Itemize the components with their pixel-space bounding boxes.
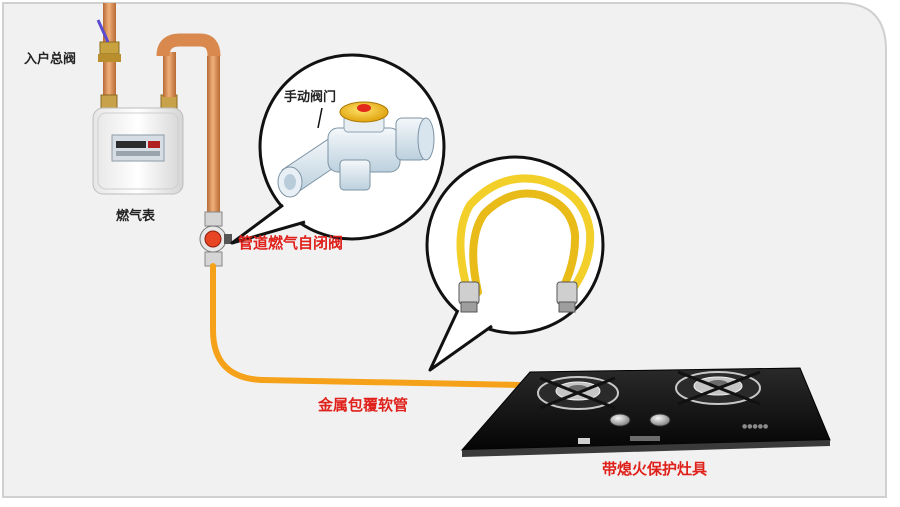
manual-valve-icon	[277, 101, 435, 198]
auto-shutoff-valve-icon	[199, 211, 232, 267]
manual-valve-label: 手动阀门	[284, 90, 337, 105]
metal-hose-icon	[456, 174, 595, 296]
meter-outlet-pipe	[163, 52, 176, 97]
auto-shutoff-valve-label: 管道燃气自闭阀	[238, 234, 344, 252]
entry-valve-icon	[96, 19, 121, 62]
gas-meter-icon	[92, 107, 184, 195]
svg-text:●●●●●: ●●●●●	[742, 423, 768, 430]
hose-fittings	[458, 281, 578, 313]
stove-label: 带熄火保护灶具	[602, 460, 708, 478]
metal-hose-label: 金属包覆软管	[318, 396, 409, 414]
gas-meter-label: 燃气表	[116, 209, 156, 224]
entry-valve-label: 入户总阀	[24, 52, 77, 67]
metal-hose-line	[210, 263, 523, 388]
gas-stove-icon: ●●●●●	[460, 367, 831, 457]
